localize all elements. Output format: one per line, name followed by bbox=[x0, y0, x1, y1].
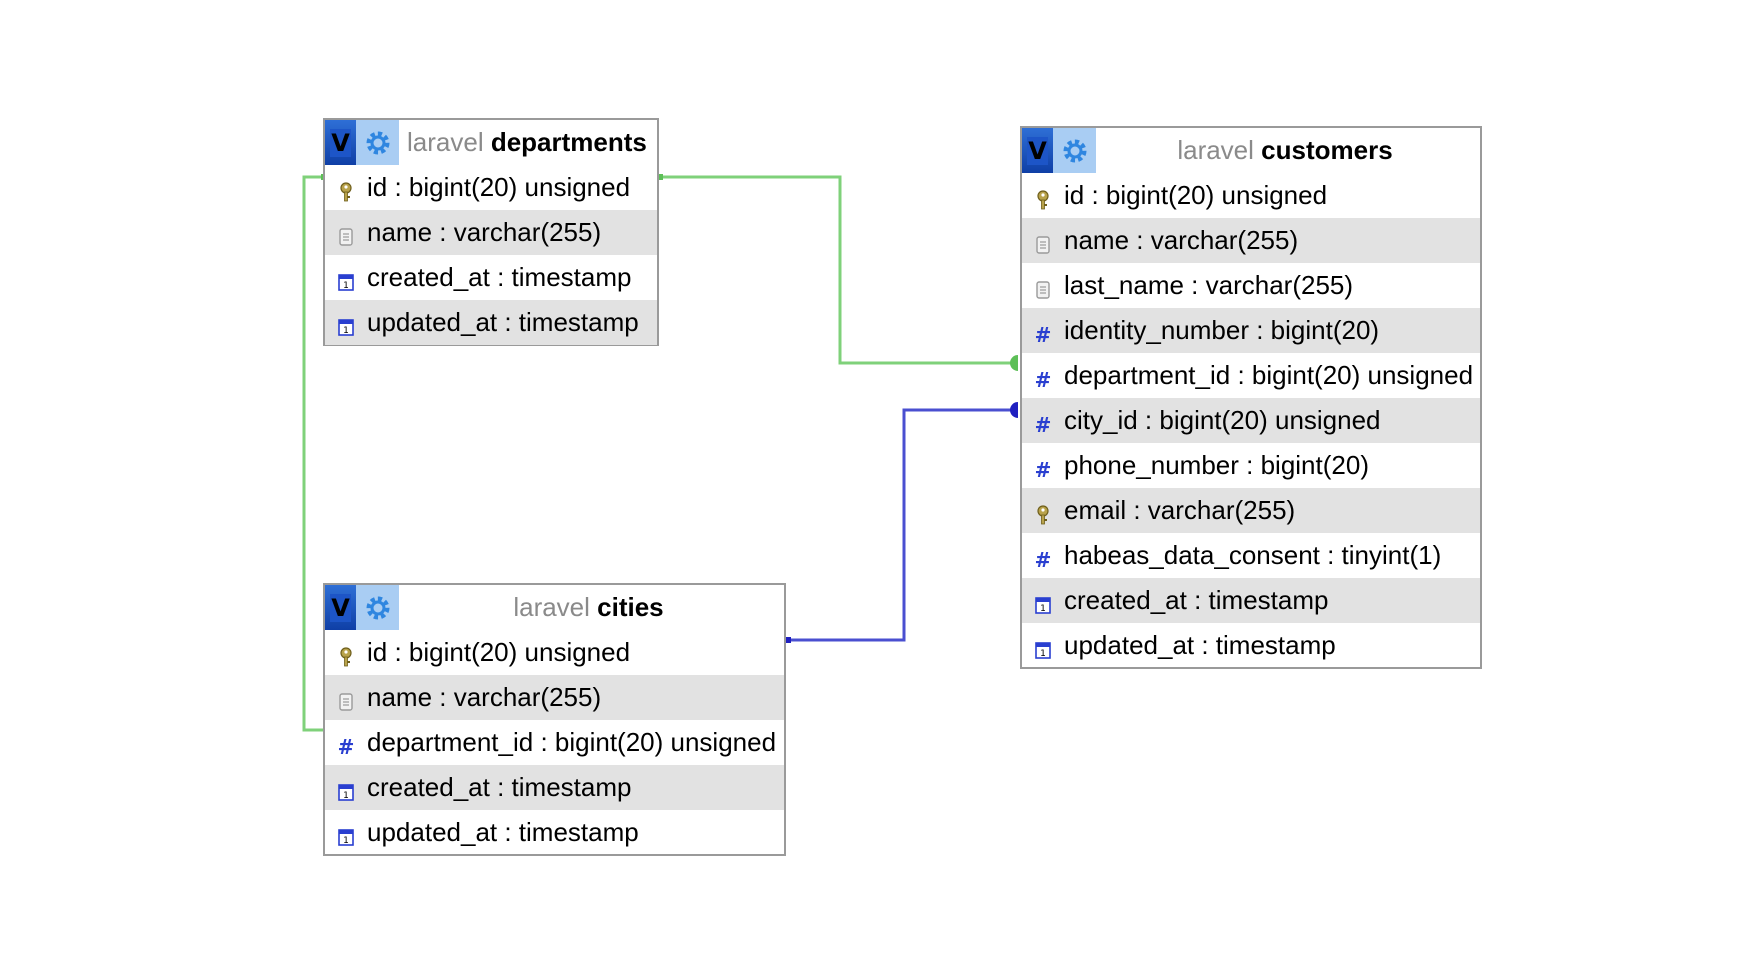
date-field-icon: 1 bbox=[335, 781, 357, 803]
column-label: updated_at : timestamp bbox=[367, 817, 639, 847]
table-title: laravel departments bbox=[407, 127, 647, 157]
date-field-icon: 1 bbox=[1032, 639, 1054, 661]
column-label: phone_number : bigint(20) bbox=[1064, 450, 1369, 480]
column-row[interactable]: # phone_number : bigint(20) bbox=[1022, 443, 1480, 488]
table-customers[interactable]: V laravel customers id : bigint(20) unsi… bbox=[1020, 126, 1482, 669]
column-label: email : varchar(255) bbox=[1064, 495, 1296, 525]
table-title: laravel cities bbox=[513, 592, 664, 622]
relation-customers-department[interactable] bbox=[657, 174, 1018, 371]
date-field-icon: 1 bbox=[1032, 594, 1054, 616]
table-header[interactable]: V laravel cities bbox=[325, 585, 784, 630]
table-departments[interactable]: V laravel departments id : bigint(20) un… bbox=[323, 118, 659, 346]
column-label: updated_at : timestamp bbox=[1064, 630, 1336, 660]
column-label: id : bigint(20) unsigned bbox=[1064, 180, 1328, 210]
column-label: identity_number : bigint(20) bbox=[1064, 315, 1380, 345]
numeric-field-icon: # bbox=[337, 734, 355, 759]
column-row[interactable]: # identity_number : bigint(20) bbox=[1022, 308, 1480, 353]
column-row[interactable]: name : varchar(255) bbox=[325, 675, 784, 720]
toggle-view-icon[interactable]: V bbox=[325, 120, 356, 165]
column-label: name : varchar(255) bbox=[367, 682, 602, 712]
column-label: last_name : varchar(255) bbox=[1064, 270, 1354, 300]
numeric-field-icon: # bbox=[1034, 322, 1052, 347]
svg-text:1: 1 bbox=[343, 281, 349, 291]
text-field-icon bbox=[335, 691, 357, 713]
column-row[interactable]: id : bigint(20) unsigned bbox=[1022, 173, 1480, 218]
date-field-icon: 1 bbox=[335, 316, 357, 338]
numeric-field-icon: # bbox=[1034, 457, 1052, 482]
column-label: habeas_data_consent : tinyint(1) bbox=[1064, 540, 1442, 570]
column-label: department_id : bigint(20) unsigned bbox=[1064, 360, 1474, 390]
column-row[interactable]: 1 updated_at : timestamp bbox=[325, 810, 784, 855]
column-row[interactable]: email : varchar(255) bbox=[1022, 488, 1480, 533]
column-label: updated_at : timestamp bbox=[367, 307, 639, 337]
column-label: city_id : bigint(20) unsigned bbox=[1064, 405, 1381, 435]
svg-text:1: 1 bbox=[1040, 649, 1046, 659]
key-icon bbox=[1032, 189, 1054, 211]
column-row[interactable]: 1 created_at : timestamp bbox=[325, 765, 784, 810]
gear-icon[interactable] bbox=[1053, 128, 1096, 173]
relation-customers-city[interactable] bbox=[785, 402, 1018, 643]
table-title: laravel customers bbox=[1177, 135, 1393, 165]
key-icon bbox=[335, 181, 357, 203]
column-row[interactable]: # department_id : bigint(20) unsigned bbox=[325, 720, 784, 765]
column-row[interactable]: name : varchar(255) bbox=[325, 210, 657, 255]
table-header[interactable]: V laravel departments bbox=[325, 120, 657, 165]
column-label: name : varchar(255) bbox=[367, 217, 602, 247]
svg-text:1: 1 bbox=[1040, 604, 1046, 614]
gear-icon[interactable] bbox=[356, 120, 399, 165]
column-row[interactable]: 1 created_at : timestamp bbox=[1022, 578, 1480, 623]
key-icon bbox=[1032, 504, 1054, 526]
column-row[interactable]: id : bigint(20) unsigned bbox=[325, 630, 784, 675]
column-label: id : bigint(20) unsigned bbox=[367, 172, 631, 202]
column-row[interactable]: # city_id : bigint(20) unsigned bbox=[1022, 398, 1480, 443]
table-header[interactable]: V laravel customers bbox=[1022, 128, 1480, 173]
table-cities[interactable]: V laravel cities id : bigint(20) unsigne… bbox=[323, 583, 786, 856]
key-icon bbox=[335, 646, 357, 668]
column-row[interactable]: 1 updated_at : timestamp bbox=[1022, 623, 1480, 668]
numeric-field-icon: # bbox=[1034, 367, 1052, 392]
column-row[interactable]: # department_id : bigint(20) unsigned bbox=[1022, 353, 1480, 398]
column-row[interactable]: id : bigint(20) unsigned bbox=[325, 165, 657, 210]
column-label: created_at : timestamp bbox=[1064, 585, 1329, 615]
column-label: department_id : bigint(20) unsigned bbox=[367, 727, 777, 757]
svg-text:1: 1 bbox=[343, 791, 349, 801]
column-label: created_at : timestamp bbox=[367, 772, 632, 802]
column-row[interactable]: name : varchar(255) bbox=[1022, 218, 1480, 263]
toggle-view-icon[interactable]: V bbox=[325, 585, 356, 630]
numeric-field-icon: # bbox=[1034, 547, 1052, 572]
svg-text:1: 1 bbox=[343, 326, 349, 336]
gear-icon[interactable] bbox=[356, 585, 399, 630]
text-field-icon bbox=[1032, 234, 1054, 256]
column-label: id : bigint(20) unsigned bbox=[367, 637, 631, 667]
numeric-field-icon: # bbox=[1034, 412, 1052, 437]
column-label: created_at : timestamp bbox=[367, 262, 632, 292]
column-label: name : varchar(255) bbox=[1064, 225, 1299, 255]
column-row[interactable]: last_name : varchar(255) bbox=[1022, 263, 1480, 308]
column-row[interactable]: 1 created_at : timestamp bbox=[325, 255, 657, 300]
column-row[interactable]: 1 updated_at : timestamp bbox=[325, 300, 657, 345]
column-row[interactable]: # habeas_data_consent : tinyint(1) bbox=[1022, 533, 1480, 578]
text-field-icon bbox=[335, 226, 357, 248]
toggle-view-icon[interactable]: V bbox=[1022, 128, 1053, 173]
text-field-icon bbox=[1032, 279, 1054, 301]
date-field-icon: 1 bbox=[335, 271, 357, 293]
svg-text:1: 1 bbox=[343, 836, 349, 846]
date-field-icon: 1 bbox=[335, 826, 357, 848]
